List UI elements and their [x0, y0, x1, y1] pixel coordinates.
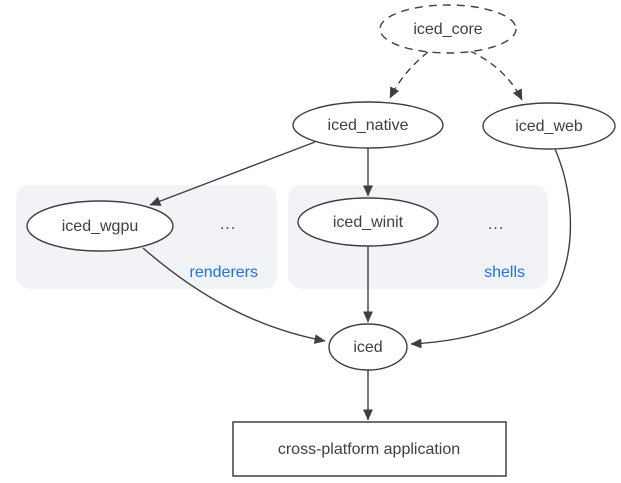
iced_winit-ellipse [297, 197, 439, 247]
iced_winit-label: iced_winit [333, 214, 404, 231]
iced_wgpu-ellipse [26, 200, 174, 252]
node-iced_web: iced_web [482, 102, 616, 150]
edge-iced_web-to-iced [410, 148, 572, 349]
app-label: cross-platform application [278, 441, 460, 458]
node-iced_wgpu: iced_wgpu [26, 200, 174, 252]
iced_wgpu-label: iced_wgpu [62, 218, 139, 235]
edge-iced_core-to-iced_native [389, 51, 429, 99]
shells-ellipsis: ... [488, 216, 504, 233]
renderers-group-label: renderers [190, 264, 258, 281]
iced_native-ellipse [292, 101, 444, 149]
iced-ellipse [328, 323, 408, 371]
node-iced_core: iced_core [379, 4, 517, 54]
edge-iced_native-to-iced_wgpu [149, 141, 316, 206]
node-iced: iced [328, 323, 408, 371]
app-rect [232, 421, 507, 477]
iced_web-ellipse [482, 102, 616, 150]
node-iced_native: iced_native [292, 101, 444, 149]
iced-label: iced [353, 339, 382, 356]
iced_web-label: iced_web [515, 118, 583, 135]
node-app: cross-platform application [232, 421, 507, 477]
shells-group-label: shells [484, 264, 525, 281]
iced_core-label: iced_core [413, 21, 482, 38]
iced_native-label: iced_native [328, 117, 409, 134]
iced_core-ellipse [379, 4, 517, 54]
renderers-ellipsis: ... [220, 216, 236, 233]
node-iced_winit: iced_winit [297, 197, 439, 247]
edge-iced_core-to-iced_web [469, 50, 523, 101]
edge-iced_wgpu-to-iced [142, 247, 326, 344]
